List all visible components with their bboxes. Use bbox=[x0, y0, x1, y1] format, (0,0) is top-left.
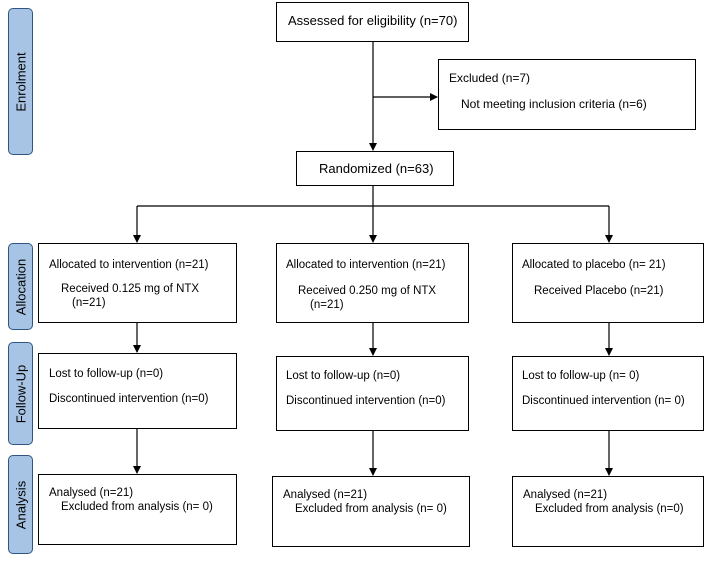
excluded-box: Excluded (n=7) Not meeting inclusion cri… bbox=[438, 59, 696, 130]
arm2-discontinued-text: Discontinued intervention (n=0) bbox=[286, 395, 446, 407]
arm3-discontinued-text: Discontinued intervention (n= 0) bbox=[522, 395, 685, 407]
arm1-lost-text: Lost to follow-up (n=0) bbox=[49, 368, 164, 380]
arm2-lost-text: Lost to follow-up (n=0) bbox=[286, 370, 401, 382]
phase-enrolment: Enrolment bbox=[8, 8, 33, 155]
arm3-followup-box: Lost to follow-up (n= 0) Discontinued in… bbox=[512, 356, 704, 431]
arm3-excluded-analysis-text: Excluded from analysis (n=0) bbox=[535, 503, 684, 515]
arm2-allocation-line2: Received 0.250 mg of NTX bbox=[298, 285, 437, 297]
arm2-allocation-box: Allocated to intervention (n=21) Receive… bbox=[276, 243, 469, 323]
assessed-box: Assessed for eligibility (n=70) bbox=[276, 2, 469, 42]
arm1-allocation-box: Allocated to intervention (n=21) Receive… bbox=[38, 243, 237, 323]
arm1-followup-box: Lost to follow-up (n=0) Discontinued int… bbox=[38, 353, 237, 429]
arm3-analysis-box: Analysed (n=21) Excluded from analysis (… bbox=[512, 476, 704, 547]
excluded-title: Excluded (n=7) bbox=[449, 71, 531, 85]
arm2-followup-box: Lost to follow-up (n=0) Discontinued int… bbox=[276, 356, 469, 431]
arm1-allocation-line2: Received 0.125 mg of NTX bbox=[61, 283, 200, 295]
randomized-text: Randomized (n=63) bbox=[319, 161, 434, 176]
arm2-analysis-box: Analysed (n=21) Excluded from analysis (… bbox=[272, 476, 470, 547]
arm1-allocation-line3: (n=21) bbox=[72, 297, 106, 309]
arm3-analysed-text: Analysed (n=21) bbox=[523, 489, 608, 501]
randomized-box: Randomized (n=63) bbox=[296, 151, 454, 186]
arm3-allocation-line1: Allocated to placebo (n= 21) bbox=[522, 259, 666, 271]
arm1-analysis-box: Analysed (n=21) Excluded from analysis (… bbox=[38, 474, 237, 545]
arm1-analysed-text: Analysed (n=21) bbox=[49, 487, 134, 499]
excluded-reason: Not meeting inclusion criteria (n=6) bbox=[461, 97, 647, 111]
arm2-analysed-text: Analysed (n=21) bbox=[283, 489, 368, 501]
phase-allocation: Allocation bbox=[8, 243, 33, 330]
arm3-allocation-box: Allocated to placebo (n= 21) Received Pl… bbox=[512, 243, 704, 323]
arm1-excluded-analysis-text: Excluded from analysis (n= 0) bbox=[61, 501, 213, 513]
arm2-excluded-analysis-text: Excluded from analysis (n= 0) bbox=[295, 503, 447, 515]
phase-follow-up: Follow-Up bbox=[8, 342, 33, 445]
arm2-allocation-line3: (n=21) bbox=[310, 299, 344, 311]
assessed-text: Assessed for eligibility (n=70) bbox=[288, 13, 458, 28]
arm3-lost-text: Lost to follow-up (n= 0) bbox=[522, 370, 640, 382]
arm2-allocation-line1: Allocated to intervention (n=21) bbox=[286, 259, 446, 271]
arm1-allocation-line1: Allocated to intervention (n=21) bbox=[49, 259, 209, 271]
arm1-discontinued-text: Discontinued intervention (n=0) bbox=[49, 393, 209, 405]
arm3-allocation-line2: Received Placebo (n=21) bbox=[534, 285, 664, 297]
phase-analysis: Analysis bbox=[8, 455, 33, 554]
